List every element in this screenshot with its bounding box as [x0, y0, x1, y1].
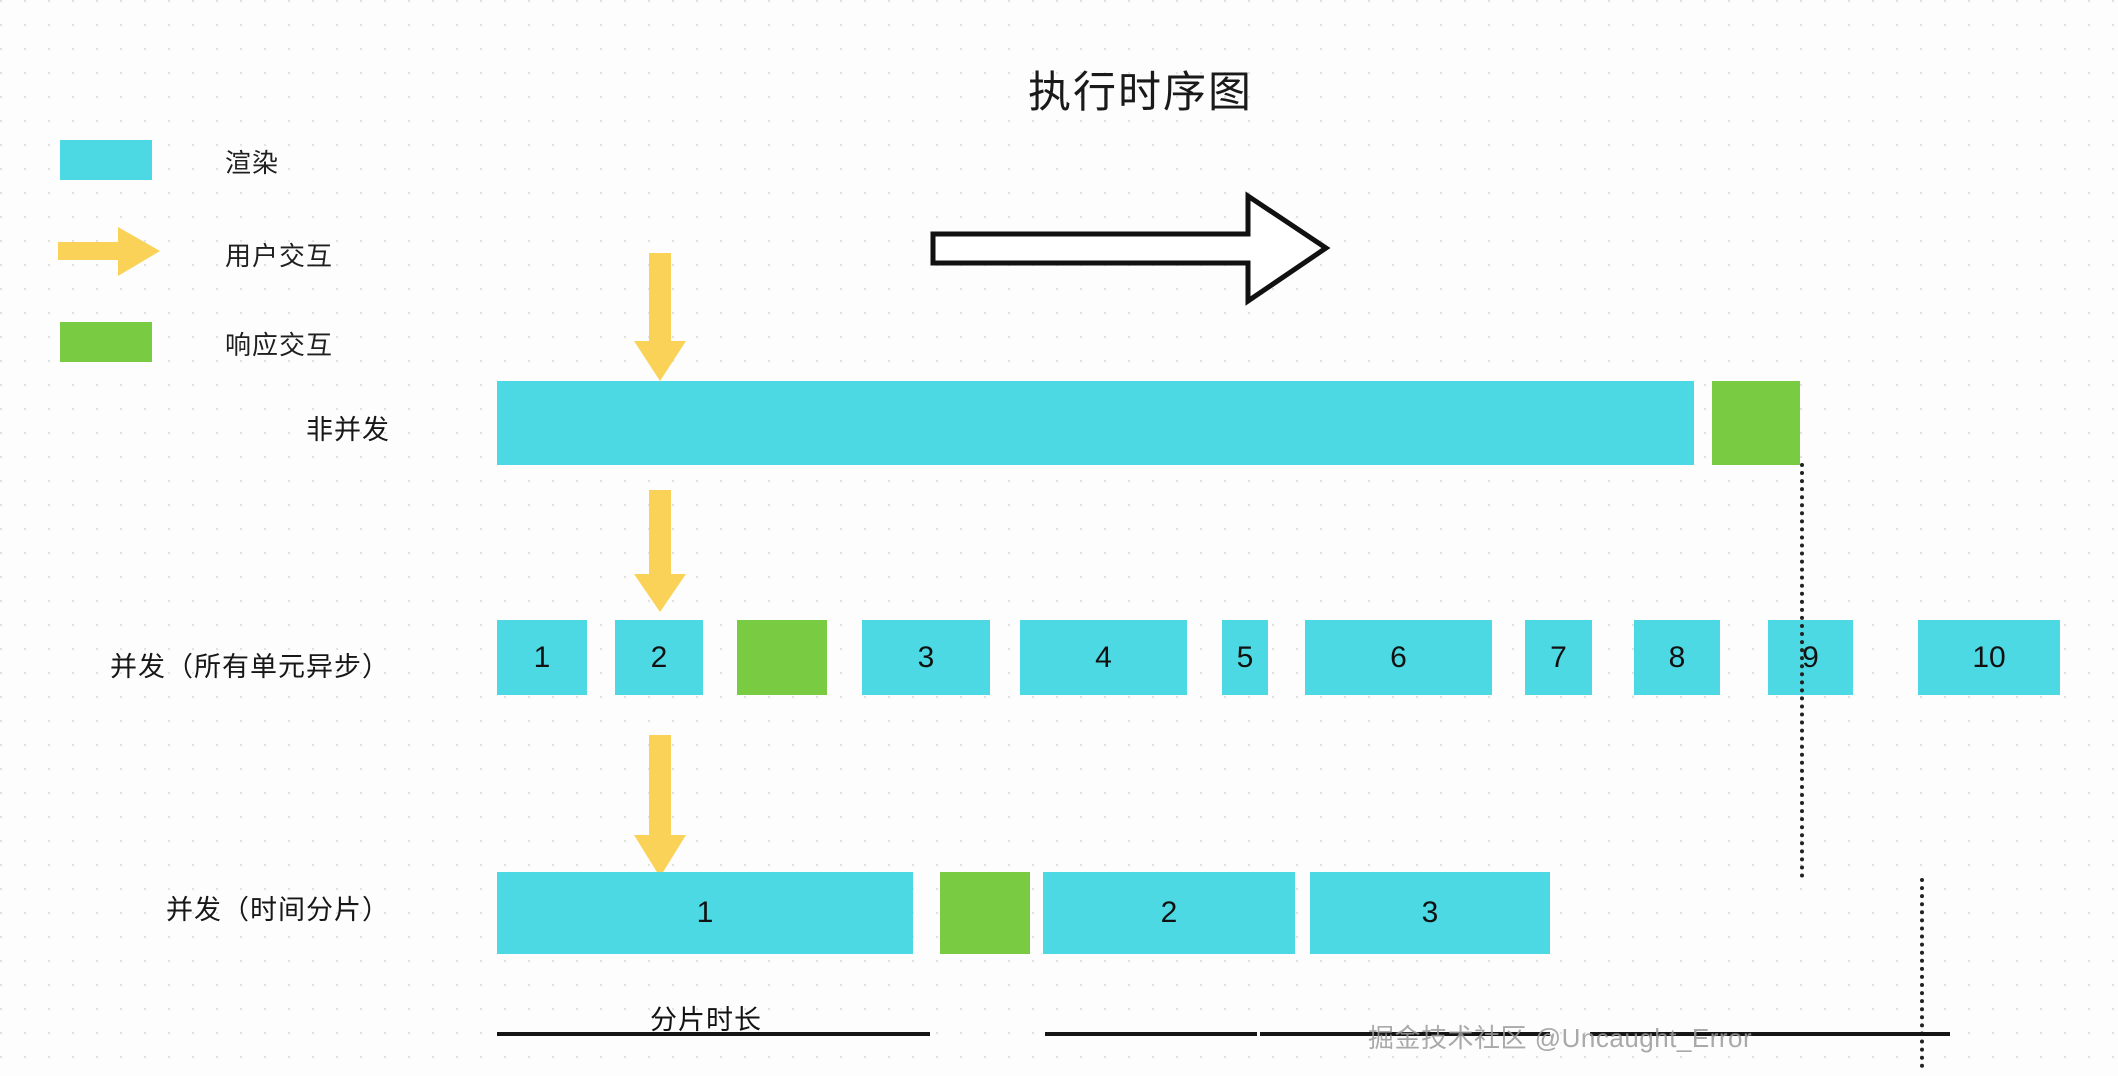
- timeline-direction-arrow-icon: [930, 190, 1332, 311]
- yellow-arrow-right-icon: [56, 224, 160, 276]
- row2-block-1: 1: [497, 620, 587, 695]
- row2-block-9: 9: [1768, 620, 1853, 695]
- cyan-square-icon: [60, 140, 152, 180]
- row2-block-7: 7: [1525, 620, 1592, 695]
- guide-line-timeslice-end: [1920, 878, 1924, 1068]
- page-title: 执行时序图: [1028, 69, 1253, 117]
- row-label-concurrent-timeslice: 并发（时间分片）: [166, 895, 390, 925]
- row2-respond-block: [737, 620, 827, 695]
- watermark: 掘金技术社区 @Uncaught_Error: [1368, 1023, 1753, 1053]
- row2-block-2: 2: [615, 620, 703, 695]
- row2-block-10: 10: [1918, 620, 2060, 695]
- measure-line-2: [1045, 1032, 1257, 1036]
- row1-respond-block: [1712, 381, 1800, 465]
- legend-item-user-interaction: 用户交互: [58, 226, 390, 280]
- row2-block-6: 6: [1305, 620, 1492, 695]
- row3-block-3: 3: [1310, 872, 1550, 954]
- row2-block-4: 4: [1020, 620, 1187, 695]
- measure-line-3: [1260, 1032, 1550, 1036]
- down-arrow-1-icon: [632, 253, 688, 388]
- legend: 渲染 用户交互 响应交互: [58, 130, 420, 362]
- measure-line-1: [497, 1032, 930, 1036]
- row1-render-block: [497, 381, 1694, 465]
- guide-line-nonconcurrent-end: [1800, 463, 1804, 878]
- down-arrow-3-icon: [632, 735, 688, 884]
- measure-line-4: [1590, 1032, 1950, 1036]
- row3-respond-block: [940, 872, 1030, 954]
- row-label-non-concurrent: 非并发: [306, 415, 390, 445]
- row2-block-3: 3: [862, 620, 990, 695]
- legend-item-label: 响应交互: [225, 330, 334, 360]
- green-square-icon: [60, 322, 152, 362]
- slice-duration-label: 分片时长: [650, 1005, 762, 1035]
- legend-item-respond: 响应交互: [60, 320, 390, 364]
- row3-block-2: 2: [1043, 872, 1295, 954]
- legend-item-label: 用户交互: [225, 241, 334, 271]
- row-label-concurrent-async: 并发（所有单元异步）: [110, 652, 390, 682]
- row3-block-1: 1: [497, 872, 913, 954]
- down-arrow-2-icon: [632, 490, 688, 619]
- legend-item-label: 渲染: [225, 148, 280, 178]
- row2-block-8: 8: [1634, 620, 1720, 695]
- legend-item-render: 渲染: [60, 138, 390, 182]
- row2-block-5: 5: [1222, 620, 1268, 695]
